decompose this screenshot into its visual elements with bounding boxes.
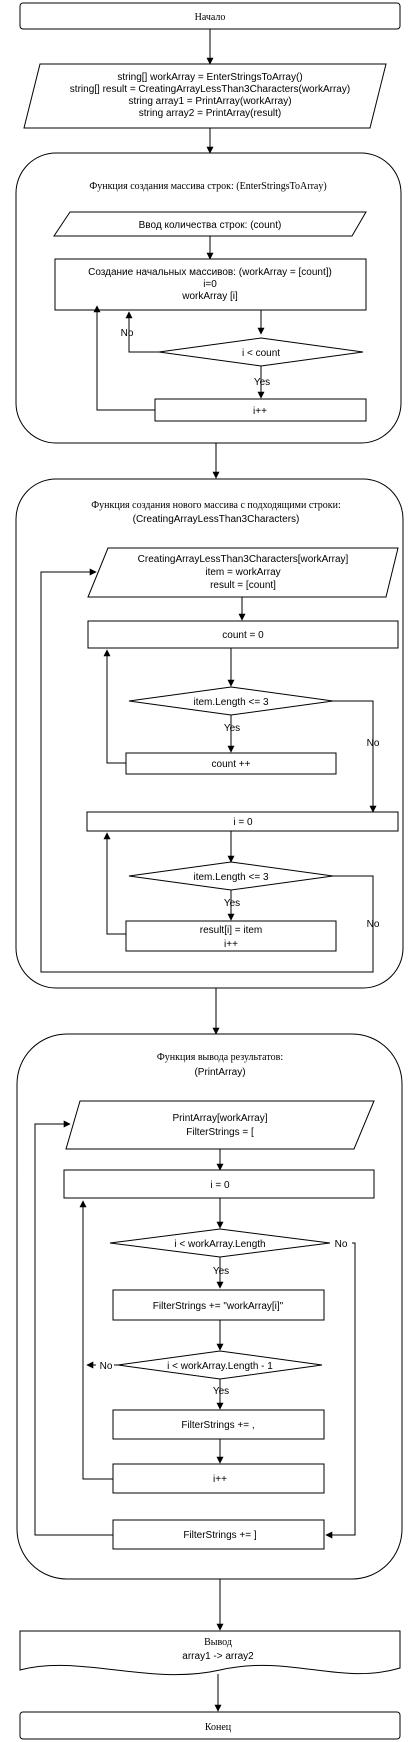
g2-i-init-label: i = 0: [233, 817, 253, 828]
g3-no-2-bg: [96, 1359, 114, 1371]
g3-comma-label: FilterStrings += ,: [181, 1420, 254, 1431]
init-io-block: [23, 63, 387, 129]
init-line-1: string[] workArray = EnterStringsToArray…: [117, 72, 302, 83]
g1-input-label: Ввод количества строк: (count): [139, 220, 282, 231]
g3-io-block: [65, 1100, 375, 1150]
arrow-g1-no-loop: [125, 311, 159, 353]
g1-no-label: No: [121, 328, 134, 339]
init-line-3: string array1 = PrintArray(workArray): [128, 96, 291, 107]
g3-comma-block: [112, 1409, 325, 1440]
g3-close-block: [112, 1519, 325, 1550]
g3-close-label: FilterStrings += ]: [183, 1530, 257, 1541]
g3-increment-label: i++: [213, 1474, 227, 1485]
g2-io-line-1: CreatingArrayLessThan3Characters[workArr…: [138, 554, 349, 565]
g2-no-2-label: No: [367, 919, 380, 930]
g2-i-init-block: [86, 811, 399, 832]
g3-yes-1-label: Yes: [213, 1266, 229, 1277]
g3-condition-1-label: i < workArray.Length: [174, 1239, 265, 1250]
g2-yes-1-label: Yes: [224, 723, 240, 734]
group-creating-array: [15, 478, 404, 989]
g3-i-init-block: [63, 1169, 375, 1199]
g1-create-line-2: i=0: [203, 279, 217, 290]
g2-assign-line-1: result[i] = item: [200, 925, 263, 936]
g1-input-block: [53, 211, 367, 237]
g3-append-block: [112, 1289, 325, 1321]
group-2-title-2: (CreatingArrayLessThan3Characters): [133, 514, 300, 525]
g1-create-line-1: Создание начальных массивов: (workArray …: [88, 267, 332, 278]
g2-io-block: [87, 547, 399, 598]
g2-count-init-label: count = 0: [222, 630, 264, 641]
arrow-g2-no-2-loop: [40, 568, 374, 973]
g2-condition-2-label: item.Length <= 3: [193, 872, 268, 883]
g3-condition-2-label: i < workArray.Length - 1: [167, 1361, 273, 1372]
g2-count-increment-label: count ++: [212, 759, 251, 770]
g1-yes-label: Yes: [254, 377, 270, 388]
end-terminator: [19, 1711, 401, 1740]
output-label-2: array1 -> array2: [182, 1651, 254, 1662]
g2-io-line-3: result = [count]: [210, 580, 276, 591]
g2-assign-line-2: i++: [224, 939, 238, 950]
g3-no-1-label: No: [335, 1239, 348, 1250]
end-label: Конец: [205, 1722, 232, 1733]
g2-yes-2-label: Yes: [224, 898, 240, 909]
g2-no-1-label: No: [367, 738, 380, 749]
g3-no-1-bg: [330, 1237, 352, 1249]
arrow-g2-assign-loop: [103, 832, 126, 935]
group-3-title-2: (PrintArray): [194, 1067, 245, 1078]
g2-io-line-2: item = workArray: [205, 567, 280, 578]
arrow-g2-count-loop: [103, 649, 126, 764]
g2-count-init-block: [87, 620, 399, 649]
output-document: [19, 1630, 401, 1676]
g1-increment-label: i++: [253, 406, 267, 417]
output-label-1: Вывод: [204, 1637, 232, 1648]
group-1-title: Функция создания массива строк: (EnterSt…: [89, 181, 326, 192]
g3-io-line-2: FilterStrings = [: [186, 1127, 254, 1138]
arrow-g2-no-1: [333, 700, 377, 813]
start-label: Начало: [195, 12, 226, 23]
g3-yes-2-label: Yes: [213, 1386, 229, 1397]
g3-i-init-label: i = 0: [210, 1180, 230, 1191]
g2-condition-1-label: item.Length <= 3: [193, 697, 268, 708]
g1-create-line-3: workArray [i]: [181, 291, 238, 302]
g3-append-label: FilterStrings += "workArray[i]": [153, 1301, 284, 1312]
g3-increment-block: [112, 1463, 325, 1494]
init-line-2: string[] result = CreatingArrayLessThan3…: [70, 84, 350, 95]
group-2-title-1: Функция создания нового массива с подход…: [91, 500, 341, 511]
g3-no-2-label: No: [100, 1361, 113, 1372]
init-line-4: string array2 = PrintArray(result): [139, 108, 282, 119]
arrow-g3-inc-loop: [79, 1200, 113, 1480]
g2-assign-block: [125, 920, 337, 952]
arrow-g3-close-loop: [34, 1120, 113, 1536]
arrow-g1-inc-loop: [93, 305, 155, 411]
g1-condition-label: i < count: [242, 348, 280, 359]
g3-io-line-1: PrintArray[workArray]: [172, 1113, 267, 1124]
group-3-title-1: Функция вывода результатов:: [157, 1052, 283, 1063]
g1-create-block: [54, 258, 367, 311]
